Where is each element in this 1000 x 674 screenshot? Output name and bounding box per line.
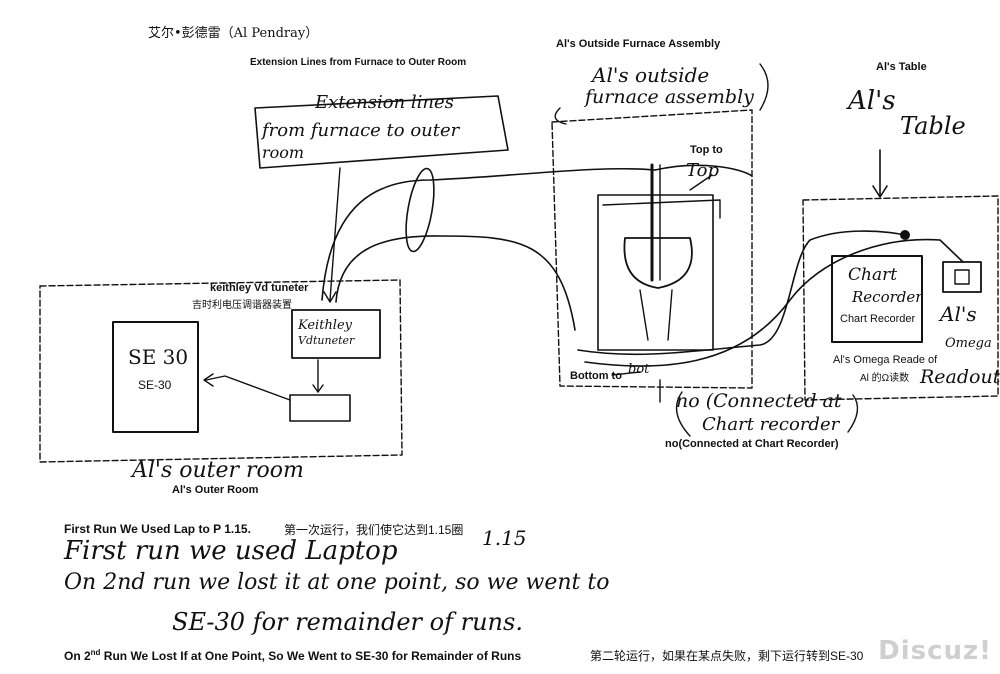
first-run-hand-number: 1.15 — [482, 526, 527, 550]
chart-typed-label: Chart Recorder — [840, 313, 916, 325]
table-boundary — [802, 195, 999, 401]
page-title: 艾尔•彭德雷（Al Pendray） — [148, 26, 319, 41]
connected-hand-line2: Chart recorder — [702, 414, 840, 435]
outer-room-hand-label: Al's outer room — [132, 458, 304, 483]
omega-typed-en: Al's Omega Reade of — [833, 354, 938, 366]
table-hand-line2: Table — [900, 112, 966, 140]
top-hand-label: Top — [686, 160, 719, 181]
chart-hand-line1: Chart — [848, 265, 898, 285]
first-run-hand-note: First run we used Laptop — [64, 536, 398, 566]
extension-typed-label: Extension Lines from Furnace to Outer Ro… — [250, 57, 467, 68]
chart-recorder-box — [831, 255, 923, 343]
chart-hand-line2: Recorder — [852, 288, 923, 306]
furnace-boundary — [551, 109, 753, 389]
se30-typed-label: SE-30 — [138, 378, 172, 392]
furnace-hand-line1: Al's outside — [592, 63, 710, 87]
outer-room-typed-label: Al's Outer Room — [172, 484, 259, 496]
keithley-box — [291, 309, 381, 359]
first-run-typed-en: First Run We Used Lap to P 1.15. — [64, 522, 251, 536]
cable-loop — [405, 167, 435, 253]
outer-room-boundary — [39, 279, 403, 463]
first-run-typed-cn: 第一次运行，我们使它达到1.15圈 — [284, 523, 464, 537]
second-run-hand-line2: SE-30 for remainder of runs. — [172, 608, 523, 636]
omega-box — [942, 261, 982, 293]
top-typed-label: Top to — [690, 144, 723, 156]
extension-hand-line2: from furnace to outer — [262, 120, 460, 141]
keithley-hand-line1: Keithley — [298, 318, 353, 333]
se30-box — [112, 321, 199, 433]
second-run-typed-en: On 2nd Run We Lost If at One Point, So W… — [64, 648, 522, 663]
keithley-typed-en: keithley Vd tuneter — [210, 282, 309, 294]
watermark-logo: Discuz! — [878, 636, 992, 666]
connected-hand-line1: no (Connected at — [676, 390, 842, 412]
connected-typed-label: no(Connected at Chart Recorder) — [665, 438, 839, 450]
se30-hand-label: SE 30 — [128, 345, 189, 369]
table-typed-label: Al's Table — [876, 61, 927, 73]
omega-typed-cn: Al 的Ω读数 — [860, 373, 910, 384]
keithley-hand-line2: Vdtuneter — [298, 334, 355, 347]
second-run-hand-line1: On 2nd run we lost it at one point, so w… — [64, 570, 610, 595]
furnace-typed-label: Al's Outside Furnace Assembly — [556, 38, 721, 50]
furnace-hand-line2: furnace assembly — [585, 86, 754, 108]
extension-box — [254, 95, 509, 169]
bottom-typed-label: Bottom to — [570, 370, 622, 382]
omega-hand-line2: Omega — [945, 336, 992, 351]
keithley-typed-cn: 吉时利电压调谐器装置 — [192, 300, 292, 311]
table-hand-line1: Al's — [848, 86, 896, 116]
omega-hand-line1: Al's — [940, 302, 977, 326]
bottom-hand-label: bot — [628, 362, 650, 377]
extension-hand-line1: Extension lines — [315, 92, 454, 113]
omega-hand-line3: Readout — [920, 366, 1000, 388]
extension-hand-line3: room — [262, 143, 305, 162]
small-device-box — [289, 394, 351, 422]
second-run-typed-cn: 第二轮运行，如果在某点失败，剩下运行转到SE-30 — [590, 649, 864, 663]
